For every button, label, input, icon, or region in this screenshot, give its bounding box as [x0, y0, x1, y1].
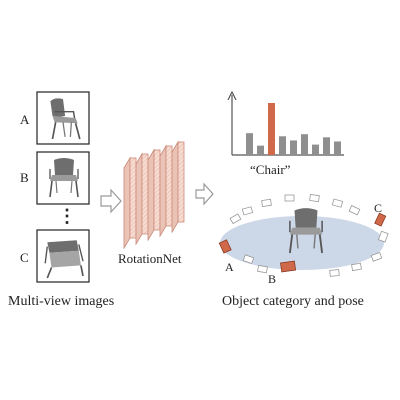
- network-layer: [171, 140, 185, 234]
- viewpoint-plane: [257, 264, 268, 274]
- histogram-bars: [246, 103, 341, 155]
- network-layer: [147, 148, 161, 242]
- network-layer: [159, 144, 173, 238]
- pose-label-a: A: [225, 260, 234, 274]
- viewpoint-plane: [229, 213, 242, 225]
- histogram-bar: [312, 144, 319, 155]
- histogram-bar: [246, 133, 253, 155]
- view-label-c: C: [20, 250, 29, 265]
- network-label: RotationNet: [118, 251, 182, 266]
- pose-plane-b: [280, 260, 297, 273]
- pose-plane-a: [218, 239, 232, 254]
- input-caption: Multi-view images: [8, 294, 114, 309]
- view-c: C: [20, 229, 90, 283]
- pose-label-b: B: [268, 272, 276, 286]
- pose-label-c: C: [374, 201, 382, 215]
- view-a: A: [20, 91, 90, 145]
- viewpoint-plane: [261, 198, 272, 207]
- histogram-bar: [290, 140, 297, 155]
- input-arrow-icon: [100, 188, 122, 214]
- views-ellipsis: ⋮: [58, 206, 76, 226]
- view-label-a: A: [20, 112, 30, 127]
- network-layer: [135, 152, 149, 246]
- view-label-b: B: [20, 170, 29, 185]
- histogram-bar: [334, 141, 341, 155]
- viewpoint-plane: [377, 230, 389, 243]
- viewpoint-plane: [242, 254, 255, 265]
- viewpoint-plane: [241, 206, 254, 216]
- output-arrow-icon: [195, 182, 214, 206]
- viewpoint-plane: [284, 194, 295, 202]
- viewpoint-plane: [348, 205, 361, 216]
- viewpoint-plane: [351, 262, 362, 272]
- histogram-bar: [323, 137, 330, 155]
- viewpoint-plane: [331, 198, 344, 208]
- multi-view-column: A B ⋮ C Multi-view images: [8, 91, 114, 309]
- viewpoint-plane: [309, 194, 320, 203]
- pose-plane-c: [374, 212, 387, 227]
- rotationnet-stack: RotationNet: [118, 140, 185, 266]
- histogram-bar: [279, 136, 286, 155]
- viewpoint-planes: [229, 194, 389, 277]
- histogram-bar: [257, 145, 264, 155]
- viewpoint-plane: [370, 251, 383, 262]
- viewpoint-plane: [329, 269, 340, 277]
- class-histogram: “Chair”: [227, 90, 344, 177]
- pose-visualization: A B C Object category and pose: [218, 194, 389, 309]
- view-b: B: [20, 151, 90, 205]
- histogram-axis-arrow-icon: [227, 90, 237, 101]
- histogram-bar: [301, 134, 308, 155]
- predicted-class-label: “Chair”: [250, 162, 291, 177]
- histogram-bar-predicted: [268, 103, 275, 155]
- pose-ground-ellipse: [220, 216, 384, 270]
- network-layer: [123, 156, 137, 250]
- output-caption: Object category and pose: [222, 294, 364, 309]
